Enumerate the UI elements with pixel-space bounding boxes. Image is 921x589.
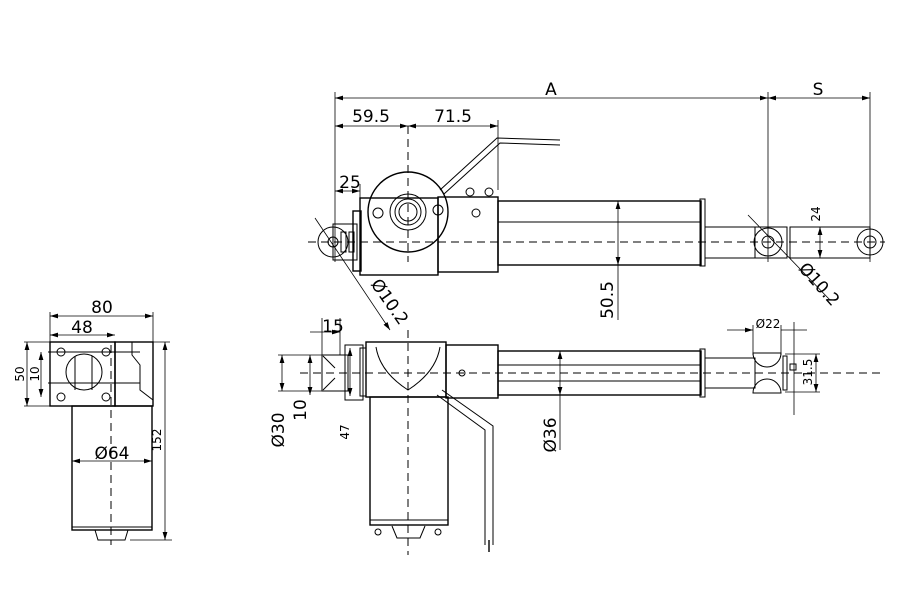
dim-31-5: 31.5 xyxy=(801,359,815,386)
dim-36: Ø36 xyxy=(541,417,561,452)
dim-50-5: 50.5 xyxy=(598,281,618,319)
dim-30: Ø30 xyxy=(269,412,289,447)
dim-10-end: 10 xyxy=(28,366,42,381)
dim-a: A xyxy=(545,80,557,100)
dim-64: Ø64 xyxy=(94,444,129,464)
dim-25: 25 xyxy=(339,173,361,193)
dim-rear-hole: Ø10.2 xyxy=(366,275,412,328)
dim-48: 48 xyxy=(71,318,93,338)
dim-front-hole: Ø10.2 xyxy=(794,259,843,310)
top-view: A S 59.5 71.5 25 xyxy=(308,80,885,331)
dim-152: 152 xyxy=(150,429,164,452)
dim-50: 50 xyxy=(13,366,27,381)
dim-47: 47 xyxy=(338,424,352,439)
dim-22: Ø22 xyxy=(756,317,781,331)
dim-15: 15 xyxy=(322,317,344,337)
dim-80: 80 xyxy=(91,298,113,318)
dim-71-5: 71.5 xyxy=(434,107,472,127)
dim-59-5: 59.5 xyxy=(352,107,390,127)
side-view: 15 Ø30 10 47 Ø36 Ø22 31.5 xyxy=(269,317,880,555)
end-view: 80 48 50 10 Ø64 152 xyxy=(13,298,172,545)
dim-24: 24 xyxy=(809,206,823,221)
dim-s: S xyxy=(813,80,824,100)
dim-10: 10 xyxy=(291,399,311,421)
